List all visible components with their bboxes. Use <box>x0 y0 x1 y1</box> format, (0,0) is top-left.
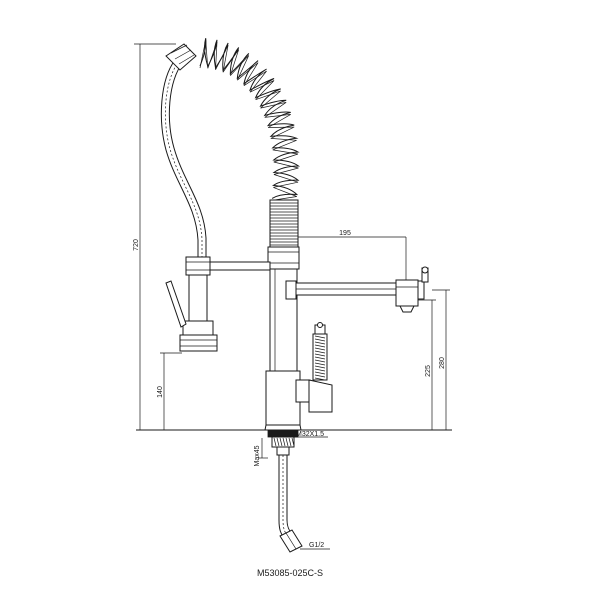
shank-thread-line <box>282 437 286 447</box>
shank-thread-line <box>273 437 277 447</box>
handle-knurl-line <box>314 365 326 369</box>
model-number: M53085-025C-S <box>257 568 323 578</box>
dim-label-height-total: 720 <box>133 239 140 251</box>
hose-head <box>165 43 197 71</box>
dim-label-hose-thread: G1/2 <box>309 542 324 549</box>
handle-knurl-line <box>314 350 326 354</box>
handle-knurl-line <box>314 374 326 378</box>
handle-knurl-line <box>314 341 326 345</box>
handle-knurl-line <box>314 353 326 357</box>
handle-knurl-line <box>314 335 326 339</box>
shank-thread-line <box>285 437 289 447</box>
dim-label-reach: 195 <box>339 230 351 237</box>
handle-knurl-line <box>314 371 326 375</box>
handle-knurl-line <box>314 347 326 351</box>
shank-thread-line <box>276 437 280 447</box>
sprayer-body <box>165 256 218 352</box>
dim-label-height-spout-top: 280 <box>439 357 446 369</box>
dim-label-height-sprayer: 140 <box>157 386 164 398</box>
handle-knurl-line <box>314 359 326 363</box>
handle-knurl-line <box>314 377 326 381</box>
handle-knurl-line <box>314 338 326 342</box>
dim-label-height-outlet: 225 <box>425 365 432 377</box>
spring-collar <box>267 199 300 270</box>
shank-thread-line <box>279 437 283 447</box>
spring-coil <box>199 38 301 201</box>
handle-knurl-line <box>314 362 326 366</box>
supply-hose <box>276 446 303 553</box>
dim-label-deck-thread: M32X1.5 <box>296 431 324 438</box>
shank-thread-line <box>291 437 295 447</box>
braided-hose <box>160 59 207 260</box>
mixer-handle <box>295 322 333 413</box>
shank-thread-line <box>288 437 292 447</box>
handle-knurl-line <box>314 344 326 348</box>
deck-mount <box>267 429 299 448</box>
handle-knurl-line <box>314 356 326 360</box>
handle-knurl-line <box>314 368 326 372</box>
swivel-spout <box>285 266 429 313</box>
sprayer-arm <box>209 261 271 271</box>
dim-label-deck-max: Max45 <box>254 445 261 466</box>
